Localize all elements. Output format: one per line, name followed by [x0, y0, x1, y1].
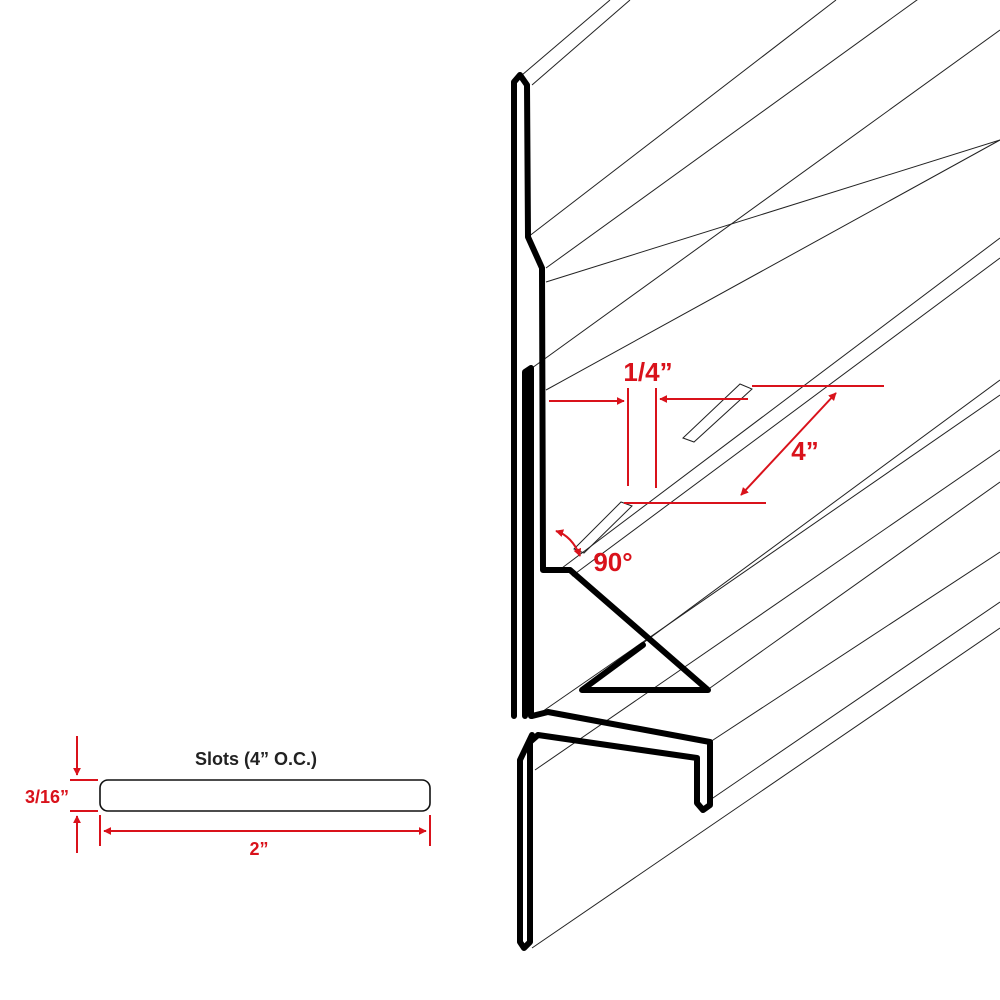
- profile-cross-section: [511, 72, 713, 951]
- lower-hem-profile: [517, 709, 713, 951]
- slot-lower: [573, 501, 633, 554]
- slot-upper: [682, 383, 753, 443]
- slot-height-label: 3/16”: [25, 787, 69, 807]
- dimension-slot-spacing: 4”: [624, 385, 884, 504]
- slot-width-label: 1/4”: [623, 357, 672, 387]
- dimension-slot-width: 1/4”: [549, 357, 748, 488]
- upper-flange-profile: [511, 72, 711, 719]
- inner-leg-profile: [522, 365, 534, 719]
- slots: [573, 383, 753, 554]
- dimension-angle: 90°: [555, 529, 633, 577]
- extrusion-edges: [521, 0, 1000, 949]
- angle-label: 90°: [593, 547, 632, 577]
- slot-spacing-label: 4”: [791, 436, 818, 466]
- slot-detail-shape: [99, 779, 431, 812]
- slot-length-label: 2”: [249, 839, 268, 859]
- slot-detail: Slots (4” O.C.) 3/16” 2”: [25, 736, 431, 859]
- slot-caption: Slots (4” O.C.): [195, 749, 317, 769]
